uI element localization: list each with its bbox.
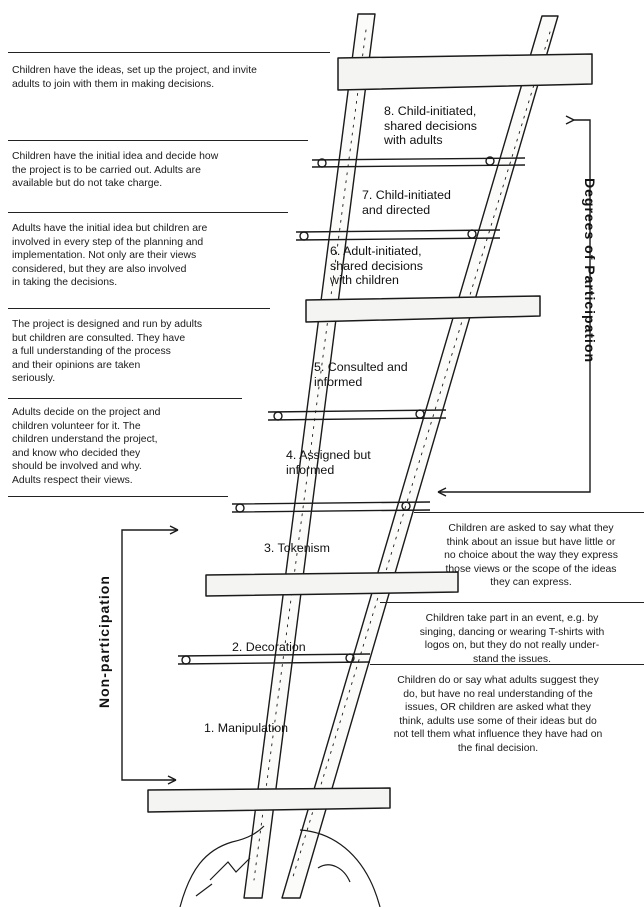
description-level-1: Children do or say what adults suggest t…: [393, 675, 603, 754]
ladder-rope-rungs: [177, 156, 526, 665]
non-participation-bracket: [121, 525, 179, 785]
divider: [8, 496, 228, 497]
rung-board: [305, 295, 541, 323]
rung-label-8: 8. Child-initiated, shared decisions wit…: [384, 104, 477, 148]
rung-label-2: 2. Decoration: [232, 640, 306, 654]
participation-label: Degrees of Participation: [582, 178, 598, 364]
description-level-8: Children have the ideas, set up the proj…: [12, 65, 257, 90]
rung-label-3: 3. Tokenism: [264, 541, 330, 555]
participation-bracket: [437, 115, 591, 497]
rock-sketch: [179, 825, 381, 907]
description-level-7: Children have the initial idea and decid…: [12, 151, 219, 190]
non-participation-label: Non-participation: [96, 575, 112, 708]
rung-board-top: [337, 53, 593, 91]
description-level-5: The project is designed and run by adult…: [12, 319, 203, 385]
divider: [414, 512, 644, 513]
description-level-3: Children are asked to say what they thin…: [444, 523, 618, 589]
divider: [8, 140, 308, 141]
divider: [8, 308, 270, 309]
rung-label-6: 6. Adult-initiated, shared decisions wit…: [330, 244, 423, 288]
description-level-4: Adults decide on the project and childre…: [12, 407, 161, 486]
ladder-left-rail: [243, 13, 376, 899]
rung-label-4: 4. Assigned but informed: [286, 448, 371, 477]
rung-label-7: 7. Child-initiated and directed: [362, 188, 451, 217]
rung-board: [205, 571, 459, 597]
divider: [380, 602, 644, 603]
divider: [370, 664, 644, 665]
divider: [8, 398, 242, 399]
divider: [8, 212, 288, 213]
description-level-2: Children take part in an event, e.g. by …: [419, 613, 605, 665]
rung-board: [147, 787, 391, 813]
divider: [8, 52, 330, 53]
description-level-6: Adults have the initial idea but childre…: [12, 223, 208, 289]
rung-label-5: 5. Consulted and informed: [314, 360, 408, 389]
rung-label-1: 1. Manipulation: [204, 721, 289, 735]
ladder-rungs: [147, 53, 593, 813]
ladder-right-rail: [281, 15, 559, 899]
